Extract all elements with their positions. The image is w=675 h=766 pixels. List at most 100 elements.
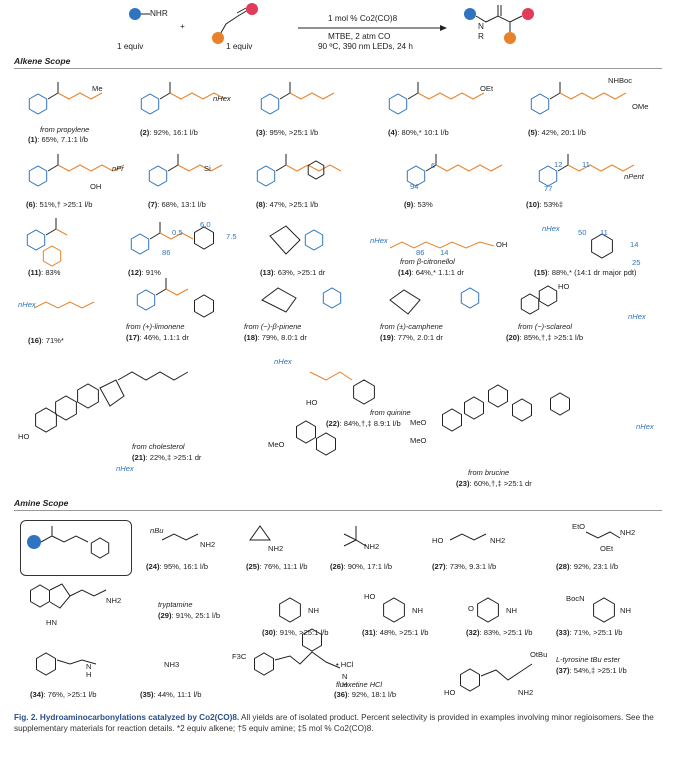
piperidine-ring-3 [260,93,280,115]
tyrosine-ring-37 [460,668,480,692]
product-red-dot [522,8,534,20]
brucine-ring-d [512,398,532,422]
piperidine-ring-13 [304,229,324,251]
group-ho-20: HO [558,282,570,291]
citronellyl-chain-14 [389,241,495,249]
compound-34-label: (34): 76%, >25:1 l/b [30,690,97,699]
pinane-18 [261,287,297,313]
cyclohexyl-ring-11 [42,245,62,267]
amide-bond-3 [279,92,291,100]
benzyl-ring-34 [36,652,56,676]
piperidine-ring-9 [406,165,426,187]
chain-27 [449,533,487,541]
group-otbu-37: OtBu [530,650,548,659]
piperidine-ring-17 [136,289,156,311]
phenyl-ring-8 [307,160,325,180]
condition-solvent: MTBE, 2 atm CO [328,32,391,41]
chain-24 [161,533,199,541]
group-me: Me [92,84,103,93]
group-nh-30: NH [308,606,319,615]
source-37: L-tyrosine tBu ester [556,655,621,664]
amide-bond-17 [155,288,167,296]
piperidine-ring-4 [388,93,408,115]
compound-3-label: (3): 95%, >25:1 l/b [256,128,319,137]
divider-alkene [14,68,662,69]
limonene-ring-17 [194,294,214,318]
group-nh-32: NH [506,606,517,615]
alkyl-chain-17 [165,288,189,296]
cyclopropyl-25 [249,525,271,541]
steroid-ring-b [55,395,77,421]
piperidine-ring-1 [28,93,48,115]
compound-13-label: (13): 63%, >25:1 dr [260,268,326,277]
brucine-ring-b [464,396,484,420]
steroid-side-chain [117,371,189,381]
section-header-amine: Amine Scope [14,498,69,508]
phenyl-ring-36 [302,628,322,652]
compound-33-label: (33): 71%, >25:1 l/b [556,628,623,637]
source-21: from cholesterol [132,442,185,451]
group-nh-33: NH [620,606,631,615]
caption-title: Fig. 2. Hydroaminocarbonylations catalyz… [14,713,240,722]
chain-22 [309,371,353,381]
source-23: from brucine [468,468,510,477]
group-bocn-33: BocN [566,594,585,603]
ratio-15c: 14 [630,240,639,249]
piperidine-ring-8 [256,165,276,187]
brucine-ring-a [442,408,462,432]
group-ho-22: HO [306,398,318,407]
alkyl-chain-12 [159,232,194,240]
group-o-32: O [468,604,474,613]
amine-equiv: 1 equiv [117,42,144,51]
ratio-15b: 11 [600,228,608,237]
group-nhex-15: nHex [542,224,560,233]
source-19: from (±)-camphene [380,322,443,331]
source-29: tryptamine [158,600,193,609]
compound-4-label: (4): 80%,* 10:1 l/b [388,128,449,137]
source-36: fluoxetine HCl [336,680,383,689]
alkene-chain [217,9,249,39]
compound-29-label: (29): 91%, 25:1 l/b [158,611,221,620]
alkyl-chain-1 [57,92,103,100]
compound-14-label: (14): 64%,* 1.1:1 dr [398,268,464,277]
amide-bond-10 [557,164,569,172]
compound-6-label: (6): 51%,† >25:1 l/b [26,200,93,209]
ratio-12c: 7.5 [226,232,237,241]
ratio-9a: 6 [431,161,436,170]
group-nbu-24: nBu [150,526,164,535]
group-nh2-26: NH2 [364,542,380,551]
chain-36 [274,651,341,669]
compound-12-label: (12): 91% [128,268,161,277]
source-14: from β-citronellol [400,257,455,266]
decalin-ring-20b [538,285,558,307]
compound-2-label: (2): 92%, 16:1 l/b [140,128,198,137]
compound-31-label: (31): 48%, >25:1 l/b [362,628,429,637]
piperidine-ring-12 [130,233,150,255]
group-nh-31: NH [412,606,423,615]
group-si-7: Si [204,164,211,173]
amide-bond-9 [425,164,437,172]
group-meo-22: MeO [268,440,285,449]
group-nh3-35: NH3 [164,660,180,669]
amide-bond-11 [45,228,57,236]
group-n-34: N [86,662,92,671]
ratio-15d: 25 [632,258,641,267]
steroid-ring-c [77,383,99,409]
compound-1-label: (1): 65%, 7.1:1 l/b [28,135,88,144]
chain-28 [585,531,621,539]
group-oet-28: OEt [600,544,614,553]
group-n-36: N [342,672,348,681]
ratio-12a: 0.5 [172,228,183,237]
plus-sign: + [180,22,185,31]
arrow-head [440,25,447,31]
compound-9-label: (9): 53% [404,200,433,209]
condition-temp: 90 ºC, 390 nm LEDs, 24 h [318,42,413,51]
ratio-12d: 86 [162,248,171,257]
compound-30-label: (30): 91%, >25:1 l/b [262,628,329,637]
ratio-14a: 86 [416,248,425,257]
piperidine-ring-5 [530,93,550,115]
piperidine-ring-6 [28,165,48,187]
alkene-double-bond [236,7,247,14]
compound-8-label: (8): 47%, >25:1 l/b [256,200,319,209]
chain-34 [56,659,97,665]
